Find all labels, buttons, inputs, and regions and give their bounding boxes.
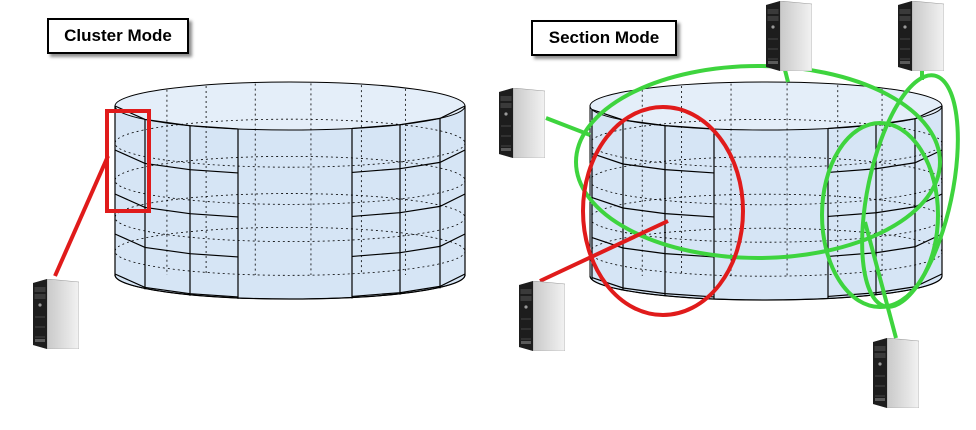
cluster-mode-label: Cluster Mode	[47, 18, 189, 54]
storage-block-grid	[114, 105, 239, 299]
section-mode-label: Section Mode	[531, 20, 677, 56]
block-row-line	[114, 149, 239, 174]
storage-block-grid	[591, 109, 715, 299]
block-row-line	[351, 273, 466, 298]
block-row-line	[591, 197, 715, 218]
red-connector-line	[539, 219, 669, 283]
block-row-line	[827, 193, 943, 218]
block-row-line	[114, 193, 239, 218]
desktop-tower-icon	[499, 88, 545, 158]
block-row-line	[827, 233, 943, 258]
block-row-line	[591, 109, 715, 130]
section-annotations	[539, 64, 960, 339]
cluster-mode-cylinder	[114, 81, 466, 300]
block-row-line	[351, 193, 466, 218]
desktop-tower-icon	[766, 1, 812, 71]
block-row-line	[591, 237, 715, 258]
cluster-connector-line	[53, 155, 110, 277]
green-connector-top-mid	[783, 69, 790, 83]
cylinder-body	[589, 105, 943, 301]
block-row-line	[827, 149, 943, 174]
desktop-tower-icon	[519, 281, 565, 351]
block-row-line	[827, 105, 943, 130]
block-row-line	[351, 149, 466, 174]
block-row-line	[591, 153, 715, 174]
desktop-tower-icon	[33, 279, 79, 349]
section-mode-cylinder	[589, 81, 943, 301]
block-row-line	[351, 105, 466, 130]
cluster-annotations	[53, 109, 151, 277]
green-connector-bottom	[863, 221, 898, 339]
block-row-line	[114, 233, 239, 258]
block-row-line	[351, 233, 466, 258]
cylinder-body	[114, 105, 466, 300]
section-ellipse-left-red	[581, 105, 745, 317]
section-ellipse-large-green	[574, 64, 942, 260]
green-connector-left	[545, 116, 591, 137]
section-ellipse-right-green	[820, 121, 940, 309]
desktop-tower-icon	[873, 338, 919, 408]
storage-block-grid	[351, 105, 466, 299]
block-row-line	[114, 273, 239, 298]
cylinder-bottom-rim	[114, 274, 466, 300]
desktop-tower-icon	[898, 1, 944, 71]
